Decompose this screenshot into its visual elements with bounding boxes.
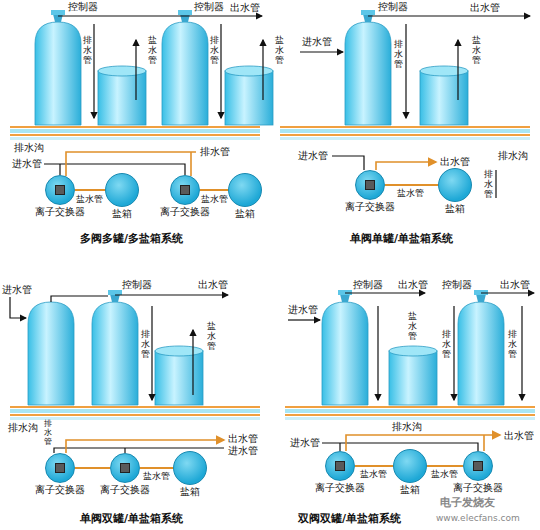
system-caption: 双阀双罐/单盐箱系统 [298, 512, 401, 525]
control-valve [120, 463, 130, 473]
pipe-label: 盐水管 [207, 322, 216, 352]
ion-exchanger-circle: 离子交换器 [463, 451, 493, 481]
pipe-label: 排水管 [210, 36, 219, 66]
pipe-label: 进水管 [228, 445, 258, 456]
ion-exchanger-circle: 离子交换器 [45, 175, 75, 205]
watermark: 电子发烧友 [440, 497, 495, 508]
ion-exchanger-circle: 离子交换器 [45, 453, 75, 483]
system-caption: 单阀双罐/单盐箱系统 [80, 512, 183, 525]
pipe-label: 出水管 [228, 433, 258, 444]
brine-tank-circle: 盐箱 [393, 449, 427, 483]
pipe-label: 出水管 [230, 2, 260, 13]
system-caption: 多阀多罐/多盐箱系统 [80, 232, 183, 245]
pipe-label: 盐水管 [275, 36, 284, 66]
pipe-label: 盐水管 [201, 194, 228, 205]
pipe-label: 进水管 [302, 36, 332, 47]
control-valve [473, 461, 483, 471]
node-label: 盐箱 [400, 484, 420, 495]
pipe-label: 盐水管 [431, 469, 458, 480]
brine-pipe [75, 467, 110, 469]
brine-pipe [140, 467, 173, 469]
pipe-label: 排水沟 [392, 421, 422, 432]
pipe-label: 出水管 [398, 279, 428, 290]
pipe-label: 控制器 [353, 279, 383, 290]
pipe-label: 盐水管 [408, 312, 417, 342]
pipe-label: 出水管 [470, 2, 500, 13]
pipe-label: 排水管 [394, 40, 403, 70]
node-label: 离子交换器 [453, 482, 503, 493]
ion-exchanger-circle: 离子交换器 [355, 170, 385, 200]
pipe-label: 排水管 [44, 420, 52, 446]
brine-pipe [200, 189, 228, 191]
pipe-label: 出水管 [198, 279, 228, 290]
pipe-label: 排水沟 [498, 150, 528, 161]
brine-pipe [385, 184, 438, 186]
ion-exchanger-circle: 离子交换器 [110, 453, 140, 483]
node-label: 盐箱 [180, 486, 200, 497]
watermark: www.elecfans.com [436, 513, 520, 524]
pipe-label: 控制器 [68, 1, 98, 12]
brine-tank-circle: 盐箱 [228, 173, 262, 207]
pipe-label: 盐水管 [397, 188, 424, 199]
node-label: 离子交换器 [315, 482, 365, 493]
node-label: 离子交换器 [35, 206, 85, 217]
pipe-label: 盐水管 [360, 469, 387, 480]
ion-exchanger-circle: 离子交换器 [170, 175, 200, 205]
pipe-label: 盐水管 [143, 471, 170, 482]
pipe-label: 排水管 [442, 330, 451, 360]
pipe-label: 出水管 [500, 279, 530, 290]
control-valve [55, 185, 65, 195]
pipe-label: 进水管 [290, 437, 320, 448]
node-label: 离子交换器 [160, 206, 210, 217]
brine-tank-circle: 盐箱 [438, 168, 472, 202]
pipe-label: 出水管 [504, 430, 534, 441]
pipe-label: 进水管 [288, 304, 318, 315]
control-valve [180, 185, 190, 195]
node-label: 离子交换器 [345, 201, 395, 212]
pipe-label: 排水管 [83, 36, 92, 66]
pipe-label: 控制器 [442, 279, 472, 290]
pipe-label: 排水管 [508, 330, 517, 360]
control-valve [55, 463, 65, 473]
brine-pipe [355, 465, 393, 467]
pipe-label: 排水沟 [8, 422, 38, 433]
node-label: 盐箱 [445, 203, 465, 214]
node-label: 离子交换器 [100, 484, 150, 495]
system-caption: 单阀单罐/单盐箱系统 [350, 232, 453, 245]
pipe-label: 盐水管 [76, 194, 103, 205]
pipe-label: 控制器 [378, 1, 408, 12]
pipe-label: 排水管 [484, 170, 493, 200]
control-valve [335, 461, 345, 471]
brine-pipe [427, 465, 463, 467]
pipe-label: 进水管 [12, 158, 42, 169]
pipe-label: 排水管 [200, 146, 230, 157]
pipe-label: 盐水管 [148, 36, 157, 66]
node-label: 盐箱 [235, 208, 255, 219]
node-label: 离子交换器 [35, 484, 85, 495]
node-label: 盐箱 [112, 208, 132, 219]
pipe-label: 进水管 [298, 150, 328, 161]
brine-pipe [75, 189, 105, 191]
pipe-label: 盐水管 [472, 36, 481, 66]
brine-tank-circle: 盐箱 [105, 173, 139, 207]
brine-tank-circle: 盐箱 [173, 451, 207, 485]
pipe-label: 排水沟 [14, 142, 44, 153]
control-valve [365, 180, 375, 190]
pipe-label: 控制器 [194, 1, 224, 12]
pipe-label: 进水管 [2, 284, 32, 295]
pipe-label: 排水管 [141, 330, 150, 360]
pipe-label: 控制器 [122, 279, 152, 290]
ion-exchanger-circle: 离子交换器 [325, 451, 355, 481]
pipe-label: 出水管 [440, 156, 470, 167]
